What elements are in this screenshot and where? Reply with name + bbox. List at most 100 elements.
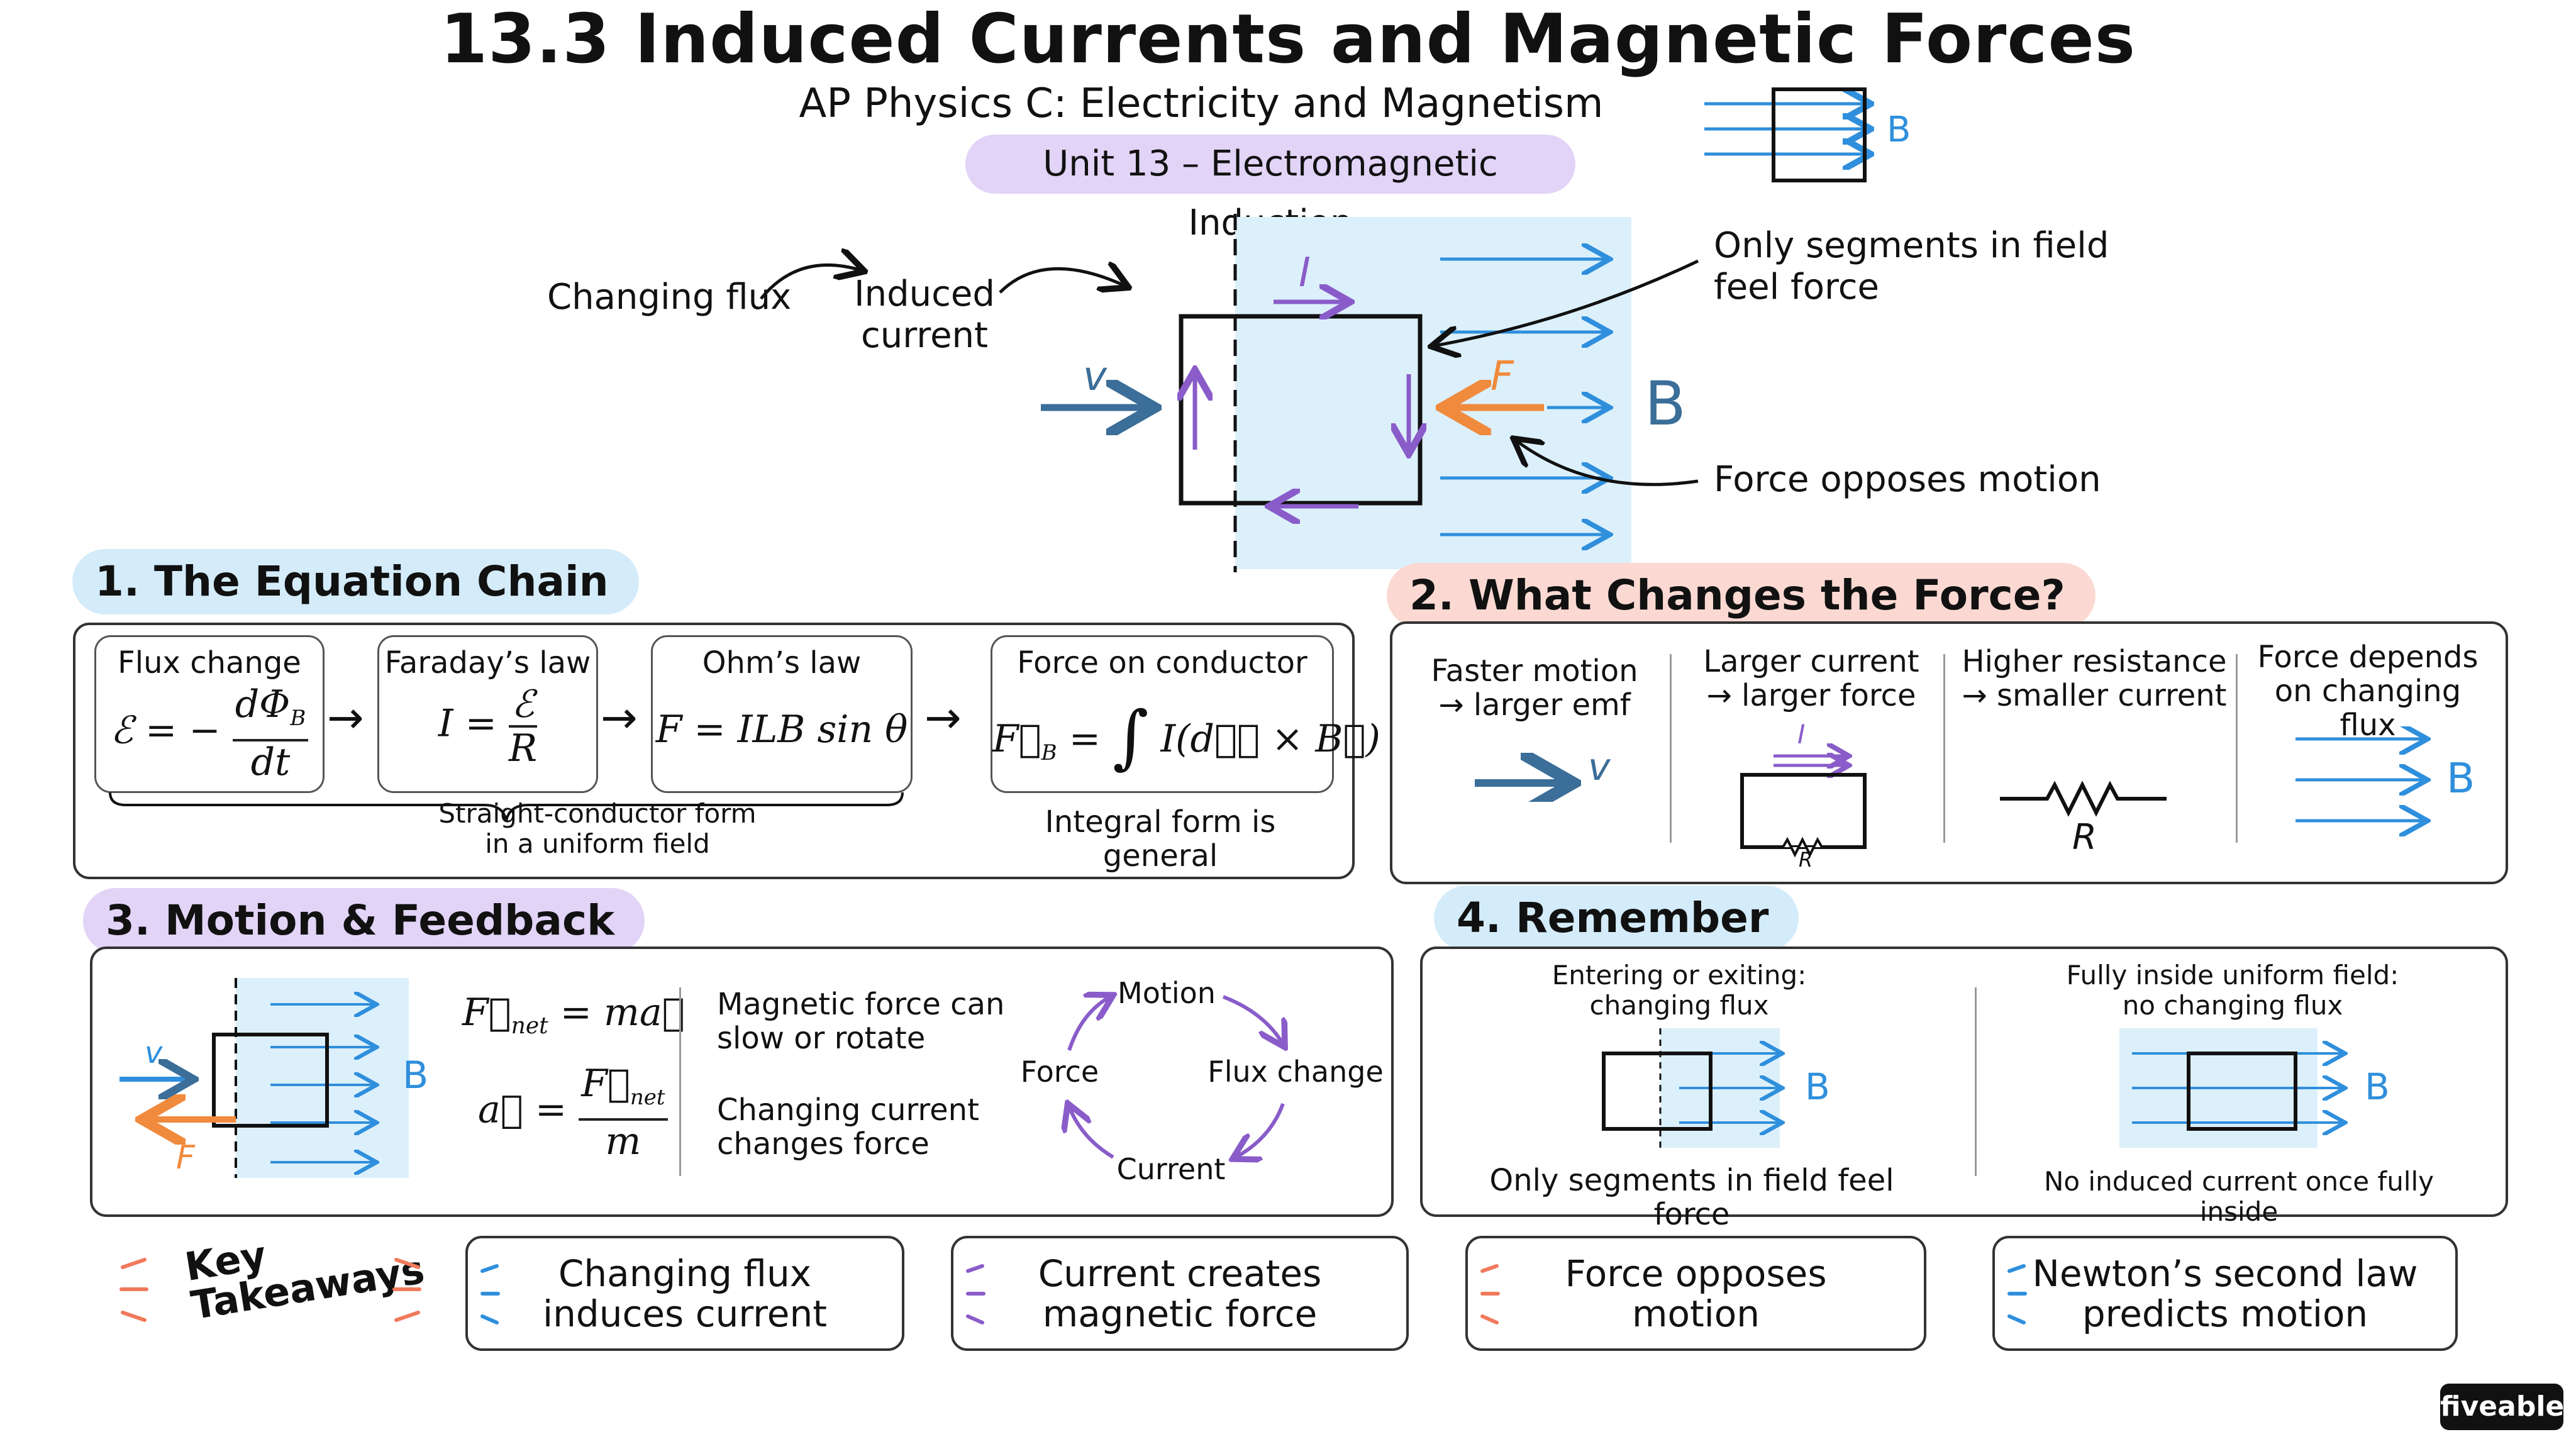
resistor-label: R [2072, 817, 2097, 858]
section3-divider [679, 987, 681, 1176]
velocity-icon-label: v [1588, 745, 1611, 789]
takeaway-4-line2: predicts motion [2082, 1292, 2368, 1335]
circuit-icon: I R [1740, 719, 1867, 868]
force-opposes-note: Force opposes motion [1714, 459, 2101, 500]
changing-flux-text: Force depends on changing flux [2245, 640, 2490, 742]
fully-inside-line1: Fully inside uniform field: [2066, 960, 2399, 991]
field-region [1235, 217, 1631, 569]
only-segments-note: Only segments in field feel force [1714, 225, 2109, 308]
velocity-label: v [1083, 353, 1108, 400]
force-conductor-box: Force on conductor F⃗B = ∫ I(dℓ⃗ × B⃗) [991, 635, 1380, 793]
magnetic-force-line2: slow or rotate [717, 1021, 926, 1056]
field-legend-icon: B [1704, 87, 1911, 182]
corner-b-label: B [1887, 109, 1911, 150]
induced-current-label: Induced current [843, 274, 1006, 357]
changing-current-note: Changing current changes force [717, 1093, 979, 1161]
takeaway-card-4: Newton’s second law predicts motion [1992, 1236, 2458, 1351]
hero-loop-diagram: I v F B [1041, 214, 1699, 572]
section2-divider-3 [2236, 654, 2238, 843]
feedback-cycle: Motion Flux change Current Force [1021, 976, 1384, 1186]
chain-arrow-1: → [327, 692, 364, 743]
force-conductor-label: Force on conductor [1017, 645, 1307, 680]
hero-b-label: B [1645, 369, 1686, 439]
entering-caption: Only segments in field feel force [1489, 1163, 1894, 1232]
field-lines [1440, 259, 1607, 535]
entering-line1: Entering or exiting: [1552, 960, 1807, 991]
takeaway-2-line1: Current creates [1038, 1252, 1322, 1295]
fully-inside-title: Fully inside uniform field: no changing … [2031, 960, 2434, 1021]
page-title: 13.3 Induced Currents and Magnetic Force… [440, 0, 2136, 79]
changing-current-line1: Changing current [717, 1092, 979, 1128]
changing-flux-label: Changing flux [547, 277, 792, 318]
higher-resistance-text: Higher resistance → smaller current [1956, 645, 2233, 713]
induced-label-line2: current [860, 315, 988, 356]
entering-field-diagram: B [1602, 1028, 1830, 1148]
only-segments-line2: feel force [1714, 267, 1879, 308]
section4-divider [1975, 987, 1977, 1176]
card1-mark [480, 1264, 500, 1324]
takeaway-3-line1: Force opposes [1565, 1252, 1827, 1295]
magnetic-force-line1: Magnetic force can [717, 987, 1005, 1022]
takeaway-spark-left [119, 1258, 148, 1322]
cycle-motion: Motion [1118, 976, 1216, 1010]
changing-flux-line1: Force depends [2257, 640, 2479, 675]
force-equation: F = ILB sin θ [655, 708, 908, 752]
takeaway-3-line2: motion [1631, 1292, 1760, 1335]
faster-motion-text: Faster motion → larger emf [1409, 654, 1660, 722]
velocity-icon: v [1475, 745, 1611, 802]
chain-arrow-3: → [924, 692, 962, 743]
fully-inside-diagram: B [2119, 1028, 2390, 1148]
changing-current-line2: changes force [717, 1126, 930, 1162]
straight-form-note: Straight-conductor form in a uniform fie… [409, 799, 786, 859]
fully-inside-b-label: B [2365, 1065, 2390, 1108]
changing-flux-line2: on changing flux [2274, 674, 2462, 743]
feedback-velocity-label: v [145, 1035, 163, 1070]
takeaway-1-line1: Changing flux [558, 1252, 812, 1295]
section4-title: 4. Remember [1434, 886, 1799, 951]
section3-title: 3. Motion & Feedback [83, 888, 645, 953]
unit-badge: Unit 13 – Electromagnetic Induction [965, 135, 1575, 243]
cycle-current: Current [1117, 1152, 1226, 1186]
fiveable-logo: fiveable [2440, 1384, 2564, 1430]
ohm-box: Ohm’s law F = ILB sin θ [651, 635, 913, 793]
integral-equation: F⃗B = ∫ I(dℓ⃗ × B⃗) [992, 696, 1380, 777]
straight-note-line1: Straight-conductor form [438, 798, 757, 829]
ohm-label: Ohm’s law [702, 645, 862, 680]
feedback-loop-diagram: v F B [119, 978, 428, 1178]
flux-change-label: Flux change [118, 645, 301, 680]
higher-resistance-line2: → smaller current [1962, 678, 2227, 713]
only-segments-line1: Only segments in field [1714, 225, 2109, 266]
higher-resistance-line1: Higher resistance [1962, 644, 2227, 679]
faster-motion-line2: → larger emf [1438, 687, 1631, 723]
course-subtitle: AP Physics C: Electricity and Magnetism [799, 80, 1604, 127]
larger-current-text: Larger current → larger force [1685, 645, 1937, 713]
takeaway-4-line1: Newton’s second law [2032, 1252, 2418, 1295]
flux-to-current-arrow [760, 265, 862, 300]
section2-title: 2. What Changes the Force? [1387, 563, 2096, 628]
card4-mark [2007, 1264, 2027, 1324]
card3-mark [1480, 1264, 1500, 1324]
segments-pointer [1434, 259, 1699, 346]
chain-arrow-2: → [601, 692, 638, 743]
straight-form-brace [109, 792, 904, 821]
faraday-label: Faraday’s law [384, 645, 591, 680]
integral-form-note: Integral form is general [1045, 804, 1276, 874]
section2-divider-1 [1670, 654, 1672, 843]
takeaway-card-3: Force opposes motion [1465, 1236, 1926, 1351]
entering-exiting-title: Entering or exiting: changing flux [1472, 960, 1887, 1021]
faster-motion-line1: Faster motion [1431, 653, 1638, 689]
straight-note-line2: in a uniform field [485, 828, 710, 859]
section1-title: 1. The Equation Chain [72, 549, 639, 614]
cycle-flux-change: Flux change [1208, 1055, 1384, 1089]
takeaway-1-line2: induces current [543, 1292, 827, 1335]
circuit-current-label: I [1797, 719, 1805, 750]
takeaway-card-1: Changing flux induces current [465, 1236, 904, 1351]
feedback-b-label: B [402, 1053, 428, 1097]
flow-arrows [760, 239, 1145, 300]
force-label: F [1491, 353, 1514, 400]
